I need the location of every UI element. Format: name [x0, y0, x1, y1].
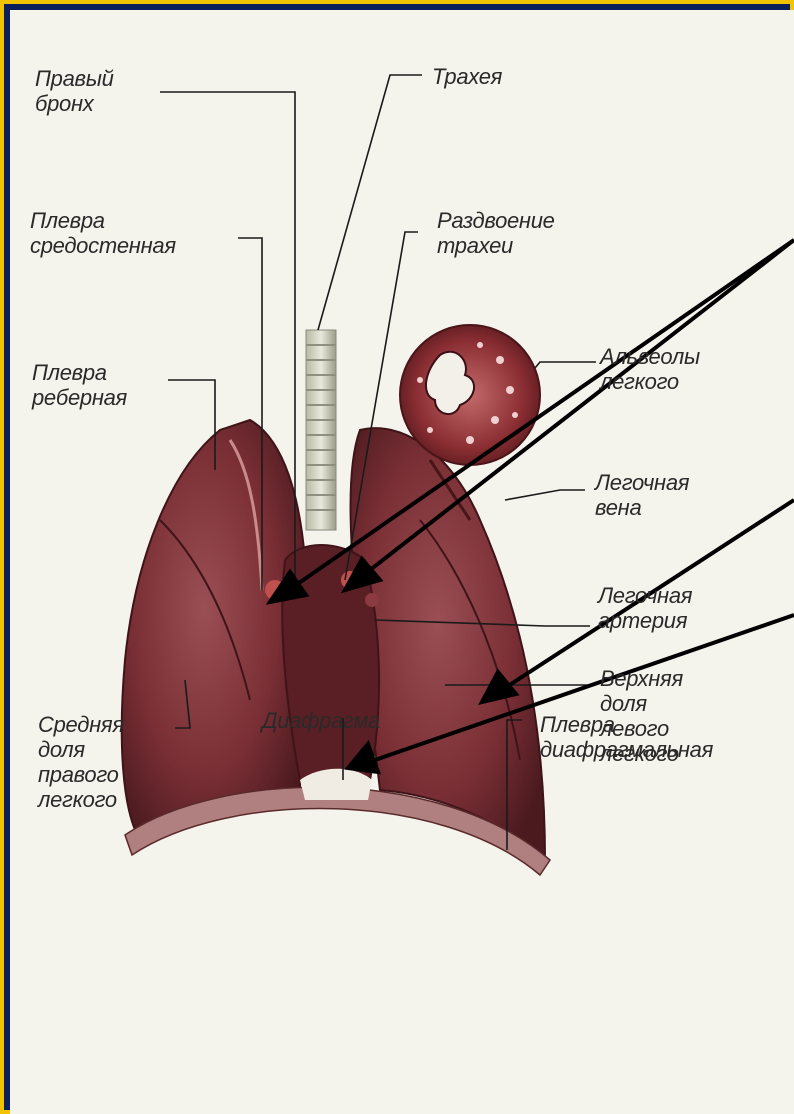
label-middle-lobe-right: Средняя доля правого легкого: [38, 712, 124, 812]
label-alveoli: Альвеолы легкого: [600, 344, 700, 394]
label-trachea: Трахея: [432, 64, 502, 89]
label-pleura-diaphragmatic: Плевра диафрагмальная: [540, 712, 713, 762]
label-diaphragm: Диафрагма: [262, 708, 380, 733]
label-pulmonary-artery: Легочная артерия: [598, 583, 692, 633]
label-right-bronchus: Правый бронх: [35, 66, 114, 116]
label-pleura-mediastinal: Плевра средостенная: [30, 208, 176, 258]
label-trachea-split: Раздвоение трахеи: [437, 208, 555, 258]
label-pleura-costal: Плевра реберная: [32, 360, 127, 410]
trachea-drawing: [306, 330, 336, 530]
label-pulmonary-vein: Легочная вена: [595, 470, 689, 520]
